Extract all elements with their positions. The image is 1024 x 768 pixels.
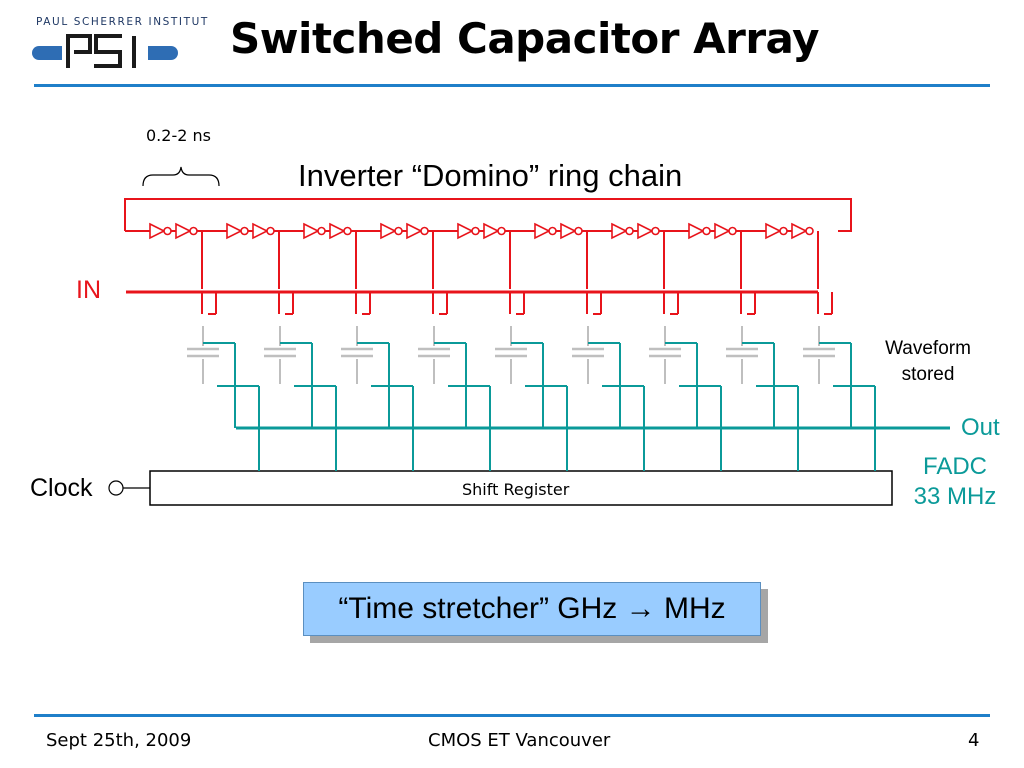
storage-capacitor xyxy=(803,326,835,384)
storage-capacitor xyxy=(649,326,681,384)
clock-label: Clock xyxy=(30,474,93,502)
footer-event: CMOS ET Vancouver xyxy=(428,730,611,751)
storage-capacitor xyxy=(726,326,758,384)
inverter-icon xyxy=(688,222,711,240)
fadc-label: FADC 33 MHz xyxy=(904,452,1006,512)
inverter-icon xyxy=(483,222,506,240)
storage-capacitor xyxy=(187,326,219,384)
footer-rule xyxy=(34,714,990,717)
input-label: IN xyxy=(76,276,101,304)
readout-switch xyxy=(280,342,337,471)
waveform-label-line2: stored xyxy=(901,364,955,385)
inverter-icon xyxy=(457,222,480,240)
inverter-icon xyxy=(149,222,172,240)
inverter-icon xyxy=(252,222,275,240)
footer-date: Sept 25th, 2009 xyxy=(46,730,192,751)
sampling-cells xyxy=(187,326,876,471)
output-label: Out xyxy=(961,414,1000,441)
inverter-icon xyxy=(380,222,403,240)
domino-ring-frame xyxy=(124,198,852,232)
psi-logo-mark xyxy=(32,32,178,70)
storage-capacitor xyxy=(572,326,604,384)
storage-capacitor xyxy=(495,326,527,384)
inverter-icon xyxy=(406,222,429,240)
waveform-label-line1: Waveform xyxy=(885,338,971,359)
readout-switch xyxy=(203,342,260,471)
fadc-label-line1: FADC xyxy=(922,453,987,480)
delay-brace xyxy=(142,166,220,187)
page-number: 4 xyxy=(968,730,980,751)
readout-switch xyxy=(357,342,414,471)
slide-title: Switched Capacitor Array xyxy=(230,14,819,63)
inverter-icon xyxy=(714,222,737,240)
storage-capacitor xyxy=(264,326,296,384)
readout-switch xyxy=(665,342,722,471)
inverter-icon xyxy=(560,222,583,240)
clock-input-terminal xyxy=(108,480,124,496)
readout-switch xyxy=(819,342,876,471)
institute-name: PAUL SCHERRER INSTITUT xyxy=(36,16,209,28)
readout-switch xyxy=(588,342,645,471)
inverter-icon xyxy=(637,222,660,240)
time-stretcher-callout: “Time stretcher” GHz → MHz xyxy=(303,582,761,636)
inverter-icon xyxy=(611,222,634,240)
psi-logo: PAUL SCHERRER INSTITUT xyxy=(32,16,207,74)
storage-capacitor xyxy=(418,326,450,384)
storage-capacitor xyxy=(341,326,373,384)
inverter-chain xyxy=(149,222,833,315)
inverter-icon xyxy=(303,222,326,240)
inverter-icon xyxy=(791,222,814,240)
domino-chain-label: Inverter “Domino” ring chain xyxy=(298,158,683,193)
header-rule xyxy=(34,84,990,87)
inverter-icon xyxy=(329,222,352,240)
shift-register-label: Shift Register xyxy=(462,480,570,499)
waveform-stored-label: Waveform stored xyxy=(876,336,980,388)
inverter-icon xyxy=(534,222,557,240)
readout-switch xyxy=(511,342,568,471)
shift-register xyxy=(149,470,893,506)
delay-label: 0.2-2 ns xyxy=(146,126,211,145)
readout-switch xyxy=(434,342,491,471)
inverter-icon xyxy=(175,222,198,240)
fadc-label-line2: 33 MHz xyxy=(913,483,997,510)
readout-switch xyxy=(742,342,799,471)
inverter-icon xyxy=(226,222,249,240)
inverter-icon xyxy=(765,222,788,240)
